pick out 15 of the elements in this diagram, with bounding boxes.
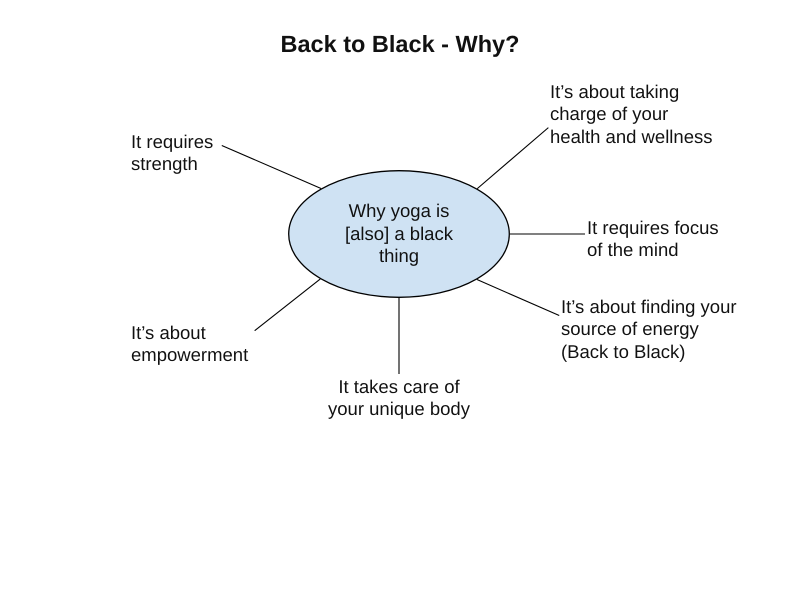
connector-line [254,278,321,332]
connector-line [510,233,585,235]
spoke-text: It requires focus of the mind [587,217,724,262]
connector-line [222,144,322,189]
connector-line [476,127,549,190]
spoke-text: It’s about empowerment [131,322,253,367]
spoke-text: It takes care of your unique body [326,376,472,421]
topic-ellipse [288,170,510,298]
spoke-text: It requires strength [131,131,220,176]
diagram-title: Back to Black - Why? [280,30,520,58]
connector-line [398,298,400,374]
spoke-text: It’s about finding your source of energy (Back to Black) [561,296,742,364]
connector-line [476,279,560,316]
spoke-text: It’s about taking charge of your health and wellness [550,81,718,148]
topic-text: Why yoga is [also] a black thing [344,200,454,268]
